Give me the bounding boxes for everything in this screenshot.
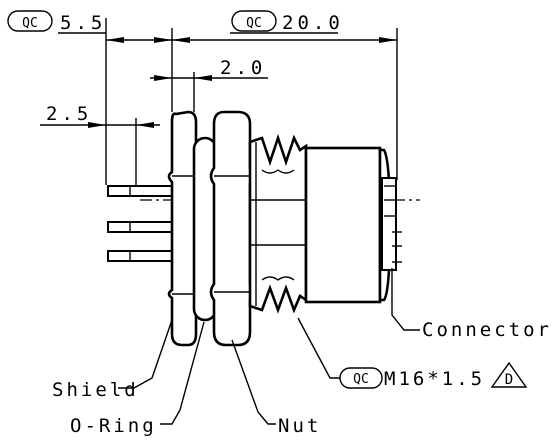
svg-text:QC: QC bbox=[22, 16, 38, 31]
threaded-body bbox=[248, 133, 308, 314]
hex-nut bbox=[209, 110, 255, 347]
callout-shield: Shield bbox=[52, 319, 173, 401]
callout-thread: QC M16*1.5 D bbox=[297, 317, 528, 390]
label-connector: Connector bbox=[422, 319, 552, 341]
callout-connector: Connector bbox=[391, 268, 552, 341]
label-o-ring: O-Ring bbox=[70, 415, 157, 437]
label-thread: M16*1.5 bbox=[384, 368, 485, 390]
callout-o-ring: O-Ring bbox=[70, 321, 205, 437]
svg-text:D: D bbox=[505, 372, 513, 388]
pins bbox=[107, 185, 173, 262]
dimension-2-5: 2.5 bbox=[46, 103, 92, 125]
svg-text:QC: QC bbox=[353, 372, 369, 387]
dimension-20-0: 20.0 bbox=[282, 12, 344, 34]
dimension-2-5-group: 2.5 bbox=[40, 103, 160, 190]
dimension-top: QC 5.5 QC 20.0 bbox=[7, 10, 398, 185]
label-nut: Nut bbox=[278, 415, 321, 437]
svg-text:QC: QC bbox=[246, 16, 262, 31]
qc-symbol-icon: QC bbox=[339, 367, 383, 389]
qc-symbol-icon: QC bbox=[7, 10, 53, 32]
dimension-5-5: 5.5 bbox=[60, 12, 106, 34]
dimension-2-0: 2.0 bbox=[220, 57, 266, 79]
qc-symbol-icon: QC bbox=[231, 10, 277, 32]
datum-triangle-icon: D bbox=[490, 361, 528, 388]
connector-housing bbox=[304, 146, 402, 304]
callout-nut: Nut bbox=[231, 339, 321, 437]
label-shield: Shield bbox=[52, 379, 139, 401]
dimension-2-0-group: 2.0 bbox=[150, 57, 268, 112]
